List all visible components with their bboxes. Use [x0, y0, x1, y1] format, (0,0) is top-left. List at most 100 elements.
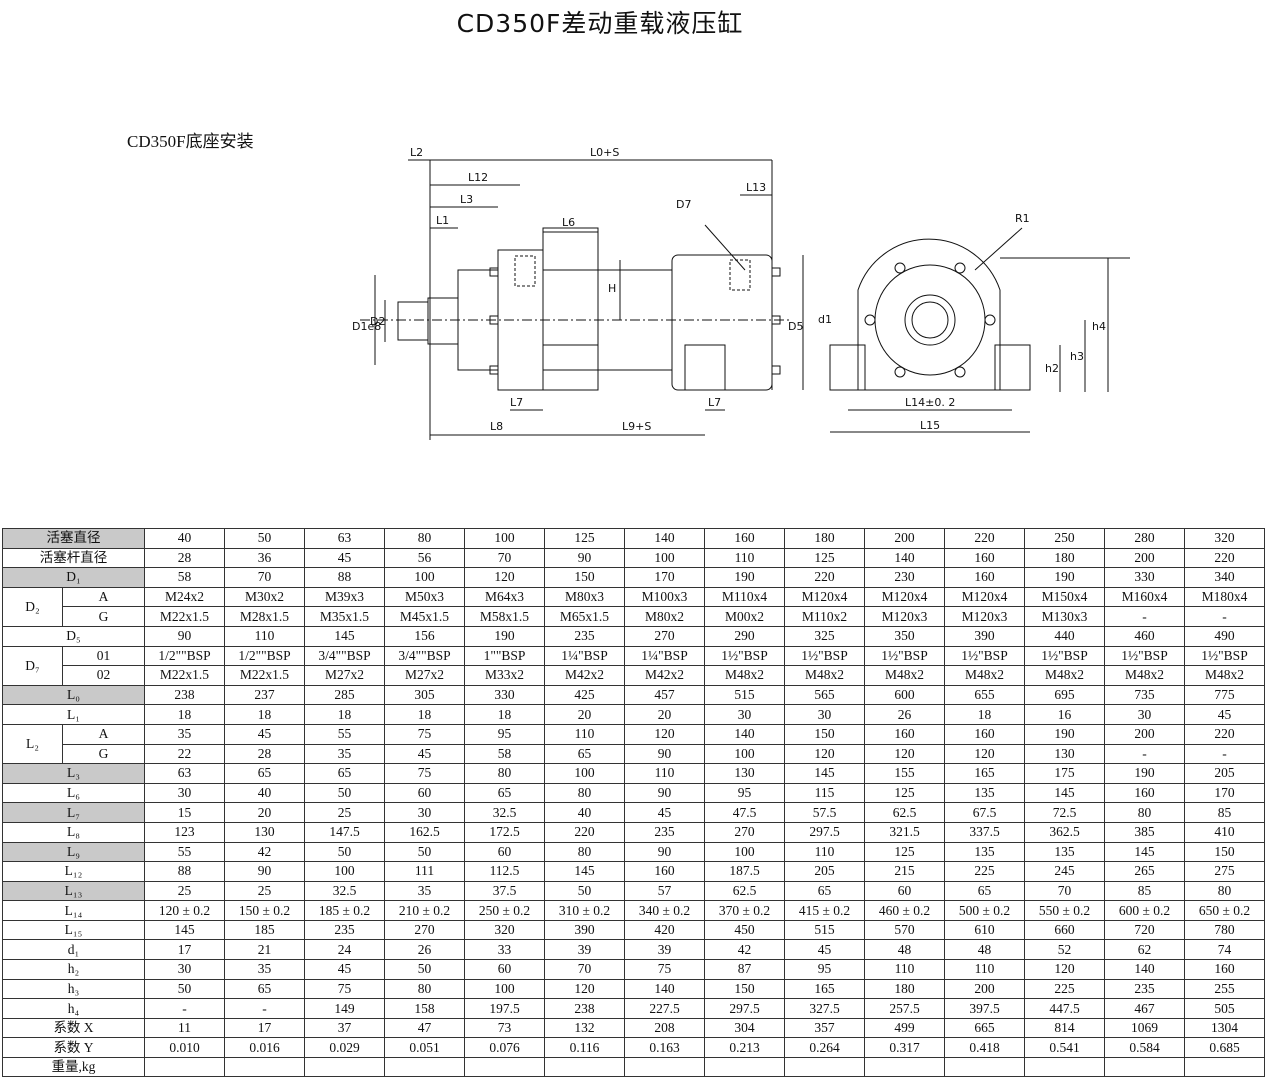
dim-L7-left: L7	[510, 396, 523, 409]
table-cell: M28x1.5	[224, 606, 305, 627]
table-cell: 160	[704, 528, 785, 549]
table-cell: 160	[624, 861, 705, 882]
table-cell: 357	[784, 1017, 865, 1039]
dim-L13: L13	[746, 181, 766, 194]
table-cell: 85	[1104, 880, 1185, 902]
table-cell: 235	[1104, 978, 1185, 1000]
table-cell: 150	[704, 978, 785, 1000]
table-cell: 220	[1184, 723, 1265, 745]
table-cell: 600 ± 0.2	[1104, 900, 1185, 921]
table-cell: 245	[1024, 861, 1105, 882]
table-cell: 42	[224, 841, 305, 863]
table-cell: 33	[464, 939, 545, 961]
table-cell: 130	[1024, 743, 1105, 765]
row-label: L₁₅	[2, 919, 145, 941]
table-cell: 30	[384, 802, 465, 823]
table-cell: 110	[944, 959, 1025, 980]
table-cell: 30	[1104, 704, 1185, 725]
row-label: L₁	[2, 704, 145, 725]
table-cell: 40	[224, 782, 305, 804]
table-cell: 25	[304, 802, 385, 823]
table-cell	[464, 1057, 545, 1078]
table-cell: 150 ± 0.2	[224, 900, 305, 921]
table-cell: 20	[224, 802, 305, 823]
table-cell: 80	[1184, 880, 1265, 902]
table-cell: 57	[624, 880, 705, 902]
table-cell: 190	[1024, 567, 1105, 588]
table-cell: 362.5	[1024, 821, 1105, 843]
table-cell: 120	[544, 978, 625, 1000]
dim-h2: h2	[1045, 362, 1059, 375]
table-cell: 140	[1104, 959, 1185, 980]
table-cell: M180x4	[1184, 586, 1265, 608]
cylinder-technical-drawing: L2 L0+S L12 L13 L3 L1 L6 D7 R1 H D1e8 D2…	[352, 146, 1130, 440]
table-cell: 565	[784, 684, 865, 706]
table-cell: 111	[384, 861, 465, 882]
table-cell: 390	[944, 625, 1025, 647]
table-cell	[624, 1057, 705, 1078]
table-cell: 30	[704, 704, 785, 725]
dim-D7: D7	[676, 198, 691, 211]
table-cell: 40	[144, 528, 225, 549]
table-cell: 26	[384, 939, 465, 961]
table-cell: 45	[384, 743, 465, 765]
table-cell: 65	[464, 782, 545, 804]
row-label: L₂	[2, 723, 63, 765]
dim-D5: D5	[788, 320, 803, 333]
table-cell: 150	[544, 567, 625, 588]
table-cell: 499	[864, 1017, 945, 1039]
table-cell: 0.264	[784, 1037, 865, 1059]
table-cell: 32.5	[304, 880, 385, 902]
table-cell: 1½"BSP	[1184, 645, 1265, 667]
table-cell: 80	[544, 782, 625, 804]
table-cell: 235	[544, 625, 625, 647]
table-cell: 45	[304, 547, 385, 569]
table-cell: 321.5	[864, 821, 945, 843]
table-cell: M120x4	[944, 586, 1025, 608]
table-cell: 0.076	[464, 1037, 545, 1059]
table-cell: M45x1.5	[384, 606, 465, 627]
table-cell: 190	[464, 625, 545, 647]
table-cell: 0.584	[1104, 1037, 1185, 1059]
table-cell: 80	[464, 763, 545, 784]
table-cell: 1""BSP	[464, 645, 545, 667]
table-cell: 1¼"BSP	[624, 645, 705, 667]
table-cell: 172.5	[464, 821, 545, 843]
table-cell: 50	[544, 880, 625, 902]
table-row: 重量,kg	[2, 1057, 1265, 1078]
table-cell: 100	[704, 743, 785, 765]
table-cell	[1184, 1057, 1265, 1078]
table-cell: 250	[1024, 528, 1105, 549]
row-sublabel: G	[62, 743, 145, 765]
table-cell: 390	[544, 919, 625, 941]
table-cell: 35	[144, 723, 225, 745]
table-cell: 160	[944, 547, 1025, 569]
table-cell: 120	[1024, 959, 1105, 980]
table-cell: 285	[304, 684, 385, 706]
table-cell: 45	[224, 723, 305, 745]
table-cell: 220	[944, 528, 1025, 549]
table-cell: 320	[464, 919, 545, 941]
table-cell: 40	[544, 802, 625, 823]
table-cell: 180	[784, 528, 865, 549]
table-cell: M48x2	[704, 665, 785, 686]
table-cell: 238	[544, 998, 625, 1019]
row-label: 系数 X	[2, 1017, 145, 1039]
table-cell: 65	[224, 978, 305, 1000]
row-label: L₆	[2, 782, 145, 804]
table-cell: 735	[1104, 684, 1185, 706]
table-cell: 123	[144, 821, 225, 843]
table-cell: 30	[144, 959, 225, 980]
table-cell: 50	[304, 782, 385, 804]
table-cell: 1½"BSP	[1024, 645, 1105, 667]
table-cell: 47	[384, 1017, 465, 1039]
